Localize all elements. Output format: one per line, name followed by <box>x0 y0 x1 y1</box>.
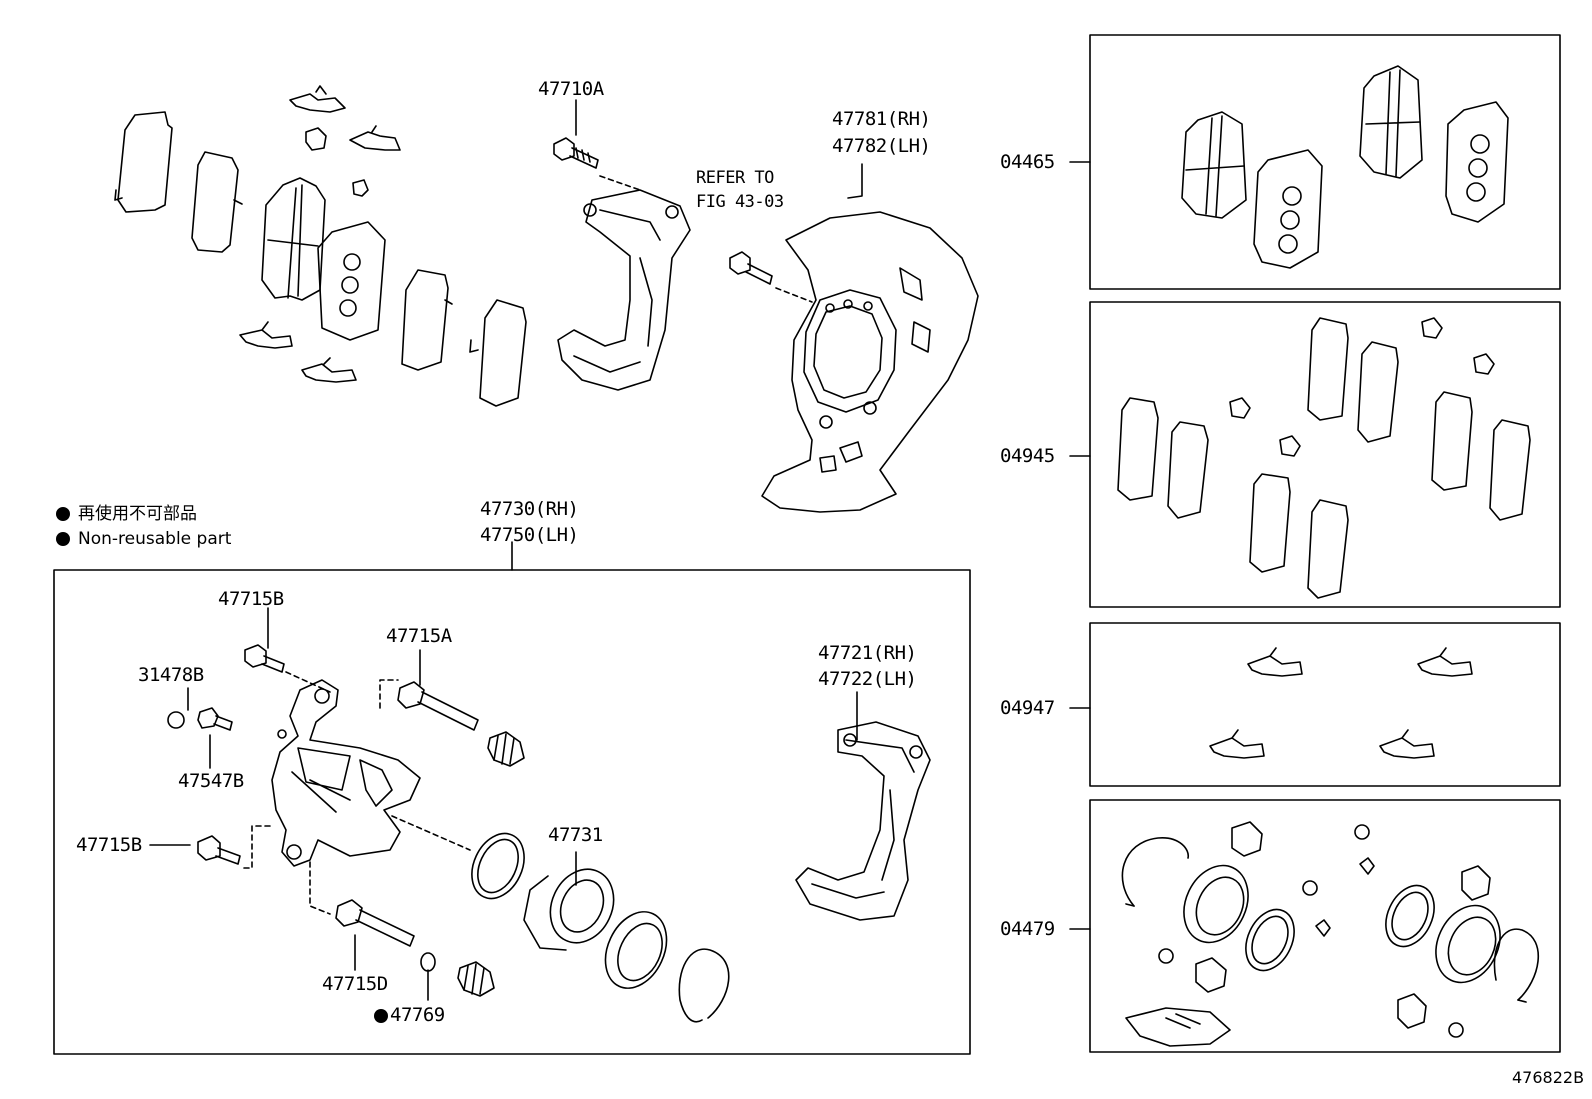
kit-box-04945 <box>1089 301 1561 608</box>
part-label-47721[interactable]: 47721(RH) <box>818 642 917 664</box>
guide-pin-47715d <box>335 899 415 947</box>
non-reusable-dot-icon <box>56 532 70 546</box>
kit-04465-pad-1 <box>1181 111 1247 219</box>
caliper-mounting-bracket <box>557 189 691 391</box>
pad-support-plate-b <box>349 125 401 151</box>
part-label-47769[interactable]: 47769 <box>374 1006 445 1025</box>
cylinder-boot <box>604 911 668 989</box>
pad-support-plate-d <box>301 357 357 383</box>
kit-04465-pad-2 <box>1253 149 1323 269</box>
guide-pin-47715a <box>397 681 479 731</box>
pad-clip-b <box>352 179 369 197</box>
part-label-47715b-lower[interactable]: 47715B <box>76 834 142 856</box>
dust-cover-bolt <box>729 251 773 285</box>
kit-box-04947 <box>1089 622 1561 787</box>
part-label-47715b-upper[interactable]: 47715B <box>218 588 284 610</box>
kit-04479-parts <box>1121 821 1539 1047</box>
bolt-47715b-upper <box>244 644 285 673</box>
non-reusable-dot-icon <box>56 507 70 521</box>
piston-seal-ring <box>471 832 525 900</box>
legend-item-en: Non-reusable part <box>56 531 231 548</box>
brake-pad-inner <box>317 221 386 341</box>
anti-squeal-shim-b <box>469 299 527 407</box>
boot-upper <box>487 731 525 767</box>
figure-id: 476822B <box>1512 1068 1585 1087</box>
bleeder-cap-31478b <box>167 711 185 729</box>
disc-brake-dust-cover <box>761 211 979 513</box>
part-label-47710a[interactable]: 47710A <box>538 78 604 100</box>
legend-en-text: Non-reusable part <box>78 529 232 549</box>
kit-04945-shims <box>1117 317 1531 599</box>
part-label-47781[interactable]: 47781(RH) <box>832 108 931 130</box>
part-label-47547b[interactable]: 47547B <box>178 770 244 792</box>
part-label-47715a[interactable]: 47715A <box>386 625 452 647</box>
part-label-47731[interactable]: 47731 <box>548 824 603 846</box>
pad-shim-outer <box>114 111 173 213</box>
part-label-47722[interactable]: 47722(LH) <box>818 668 917 690</box>
caliper-mounting-bracket-assy <box>795 721 931 921</box>
set-ring <box>678 948 730 1023</box>
refer-to-note-line2[interactable]: FIG 43-03 <box>696 192 784 212</box>
bushing-47769 <box>420 952 436 972</box>
non-reusable-dot-icon <box>374 1009 388 1023</box>
kit-label-04947[interactable]: 04947 <box>1000 697 1055 719</box>
legend-jp-text: 再使用不可部品 <box>78 504 197 524</box>
boot-lower <box>457 961 495 997</box>
caliper-cylinder-body <box>271 679 421 867</box>
kit-box-04465 <box>1089 34 1561 290</box>
kit-label-04945[interactable]: 04945 <box>1000 445 1055 467</box>
part-label-47769-text: 47769 <box>390 1004 445 1026</box>
bolt-47710a <box>553 137 599 169</box>
kit-04947-plates <box>1209 647 1473 759</box>
legend-item-jp: 再使用不可部品 <box>56 506 197 523</box>
piston-47731 <box>523 868 615 951</box>
bolt-47715b-lower <box>197 835 241 865</box>
pad-support-plate-a <box>289 85 346 113</box>
part-label-47715d[interactable]: 47715D <box>322 973 388 995</box>
kit-box-04479 <box>1089 799 1561 1053</box>
part-label-31478b[interactable]: 31478B <box>138 664 204 686</box>
kit-label-04465[interactable]: 04465 <box>1000 151 1055 173</box>
part-label-47782[interactable]: 47782(LH) <box>832 135 931 157</box>
pad-clip-a <box>305 127 327 151</box>
part-label-47730[interactable]: 47730(RH) <box>480 498 579 520</box>
bleeder-plug-47547b <box>197 707 233 731</box>
kit-04465-pad-4 <box>1445 101 1509 223</box>
pad-support-plate-c <box>239 321 293 349</box>
anti-squeal-shim-a <box>401 269 453 371</box>
part-label-47750[interactable]: 47750(LH) <box>480 524 579 546</box>
brake-pad-outer <box>261 177 326 301</box>
pad-shim-inner <box>191 151 243 253</box>
refer-to-note-line1: REFER TO <box>696 168 774 188</box>
kit-label-04479[interactable]: 04479 <box>1000 918 1055 940</box>
kit-04465-pad-3 <box>1359 65 1423 179</box>
